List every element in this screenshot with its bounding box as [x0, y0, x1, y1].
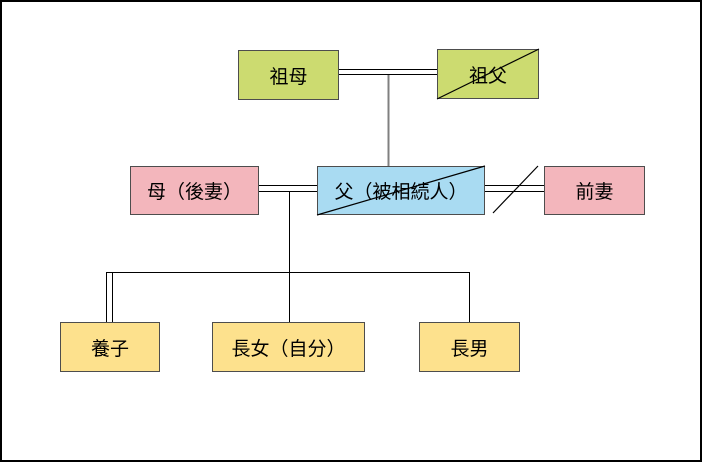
node-father-decedent-label: 父（被相続人） — [334, 182, 468, 203]
node-mother: 母（後妻） — [130, 166, 259, 215]
node-grandmother-label: 祖母 — [269, 66, 308, 88]
node-eldest-daughter: 長女（自分） — [212, 322, 365, 372]
node-adopted-child: 養子 — [60, 322, 160, 372]
node-grandmother: 祖母 — [238, 50, 339, 100]
node-adopted-child-label: 養子 — [90, 338, 129, 360]
node-father-decedent: 父（被相続人） — [317, 166, 485, 215]
node-mother-label: 母（後妻） — [146, 182, 242, 203]
divorce-slash — [492, 165, 539, 214]
node-eldest-daughter-label: 長女（自分） — [231, 338, 346, 360]
node-eldest-son: 長男 — [419, 322, 520, 372]
node-eldest-son-label: 長男 — [450, 338, 489, 360]
node-ex-wife: 前妻 — [544, 166, 645, 215]
node-grandfather-label: 祖父 — [468, 65, 507, 87]
node-ex-wife-label: 前妻 — [575, 182, 614, 203]
node-grandfather: 祖父 — [437, 49, 539, 99]
